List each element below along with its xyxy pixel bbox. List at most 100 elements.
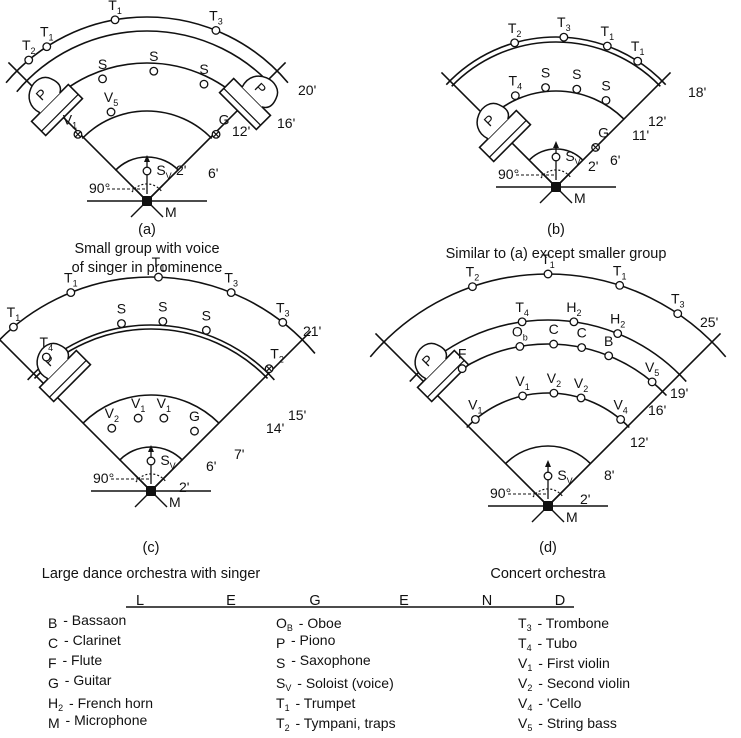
distance-label: 20' bbox=[298, 82, 316, 98]
distance-label: 16' bbox=[648, 402, 666, 418]
angle-label: 90° bbox=[498, 166, 519, 182]
instrument-position bbox=[468, 282, 477, 292]
instrument-position bbox=[510, 91, 520, 101]
instrument-label: V5 bbox=[104, 89, 118, 108]
instrument-label: S bbox=[199, 61, 208, 77]
instrument-label: T3 bbox=[276, 299, 290, 318]
microphone-icon bbox=[142, 196, 152, 206]
diagram-caption: Small group with voice bbox=[74, 241, 219, 257]
instrument-label: S bbox=[601, 77, 610, 93]
instrument-position bbox=[633, 56, 643, 66]
piano-icon: P bbox=[414, 342, 470, 403]
distance-label: 6' bbox=[610, 152, 620, 168]
instrument-position bbox=[517, 317, 527, 327]
legend-item: V5 - String bass bbox=[518, 715, 617, 733]
diagram-caption: Large dance orchestra with singer bbox=[42, 566, 261, 582]
instrument-position bbox=[673, 309, 683, 319]
instrument-position bbox=[190, 426, 199, 436]
legend-item: OB - Oboe bbox=[276, 615, 342, 633]
instrument-position bbox=[66, 288, 76, 298]
soloist-label: SV bbox=[156, 162, 171, 181]
instrument-position bbox=[8, 322, 18, 332]
instrument-label: G bbox=[189, 408, 200, 424]
distance-label: 2' bbox=[176, 162, 186, 178]
legend-item: C - Clarinet bbox=[48, 632, 121, 651]
distance-label: 25' bbox=[700, 314, 718, 330]
right-boundary-line bbox=[547, 332, 722, 507]
piano-icon: P bbox=[36, 342, 92, 403]
row-arc bbox=[16, 30, 278, 93]
distance-label: 6' bbox=[206, 458, 216, 474]
instrument-label: T4 bbox=[509, 73, 523, 92]
diagram-letter: (a) bbox=[138, 222, 156, 238]
legend-title-letter: E bbox=[399, 593, 409, 609]
instrument-label: S bbox=[149, 48, 158, 64]
distance-label: 15' bbox=[288, 407, 306, 423]
distance-label: 11' bbox=[632, 127, 649, 143]
instrument-position bbox=[98, 74, 107, 84]
legend-title-letter: E bbox=[226, 593, 236, 609]
legend-title-letter: N bbox=[482, 593, 492, 609]
distance-label: 12' bbox=[232, 123, 250, 139]
instrument-label: T4 bbox=[515, 299, 529, 318]
instrument-label: V2 bbox=[547, 370, 561, 389]
soloist-label: SV bbox=[565, 148, 580, 167]
instrument-label: B bbox=[604, 333, 613, 349]
instrument-position bbox=[201, 325, 211, 335]
instrument-position bbox=[569, 317, 579, 327]
instrument-label: T3 bbox=[224, 270, 238, 289]
instrument-label: T1 bbox=[7, 304, 21, 323]
left-boundary-line bbox=[374, 332, 549, 507]
instrument-label: T1 bbox=[541, 251, 555, 270]
instrument-position bbox=[543, 269, 553, 279]
instrument-position bbox=[106, 107, 116, 117]
instrument-position bbox=[549, 388, 559, 398]
instrument-position bbox=[24, 55, 34, 65]
piano-icon: P bbox=[28, 76, 84, 137]
instrument-position bbox=[515, 342, 525, 351]
angle-label: 90° bbox=[490, 485, 511, 501]
instrument-label: G bbox=[219, 111, 230, 127]
soloist-label: SV bbox=[557, 467, 572, 486]
diagram-caption: Concert orchestra bbox=[490, 566, 606, 582]
legend-item: V1 - First violin bbox=[518, 655, 610, 673]
distance-label: 6' bbox=[208, 165, 218, 181]
soloist-position bbox=[551, 152, 561, 162]
legend-item: P - Piono bbox=[276, 632, 336, 651]
instrument-position bbox=[154, 272, 163, 282]
piano-icon: P bbox=[476, 102, 532, 163]
soloist-position bbox=[142, 166, 152, 176]
instrument-position bbox=[117, 319, 126, 329]
instrument-label: S bbox=[117, 301, 126, 317]
instrument-label: C bbox=[549, 321, 559, 337]
instrument-position bbox=[149, 66, 159, 76]
distance-label: 12' bbox=[648, 113, 666, 129]
diagram-caption: Similar to (a) except smaller group bbox=[446, 246, 667, 262]
distance-label: 14' bbox=[266, 420, 284, 436]
instrument-position bbox=[133, 413, 143, 423]
instrument-label: C bbox=[577, 325, 587, 341]
legend-item: T4 - Tubo bbox=[518, 635, 577, 653]
instrument-label: T1 bbox=[64, 270, 78, 289]
instrument-position bbox=[518, 391, 528, 401]
instrument-label: S bbox=[158, 298, 167, 314]
legend-item: V4 - 'Cello bbox=[518, 695, 582, 713]
instrument-label: H2 bbox=[566, 299, 581, 318]
instrument-label: T1 bbox=[40, 24, 54, 43]
row-arc bbox=[505, 445, 591, 465]
instrument-position bbox=[615, 280, 625, 290]
instrument-position bbox=[604, 351, 614, 361]
instrument-label: Ob bbox=[512, 323, 528, 342]
instrument-position bbox=[577, 343, 587, 352]
legend-item: B - Bassaon bbox=[48, 612, 126, 631]
instrument-label: T3 bbox=[209, 7, 223, 26]
instrument-label: T1 bbox=[601, 23, 615, 42]
microphone-icon bbox=[146, 486, 156, 496]
instrument-position bbox=[602, 41, 612, 51]
row-arc bbox=[0, 276, 316, 354]
mic-label: M bbox=[574, 190, 586, 206]
instrument-label: V2 bbox=[574, 375, 588, 394]
